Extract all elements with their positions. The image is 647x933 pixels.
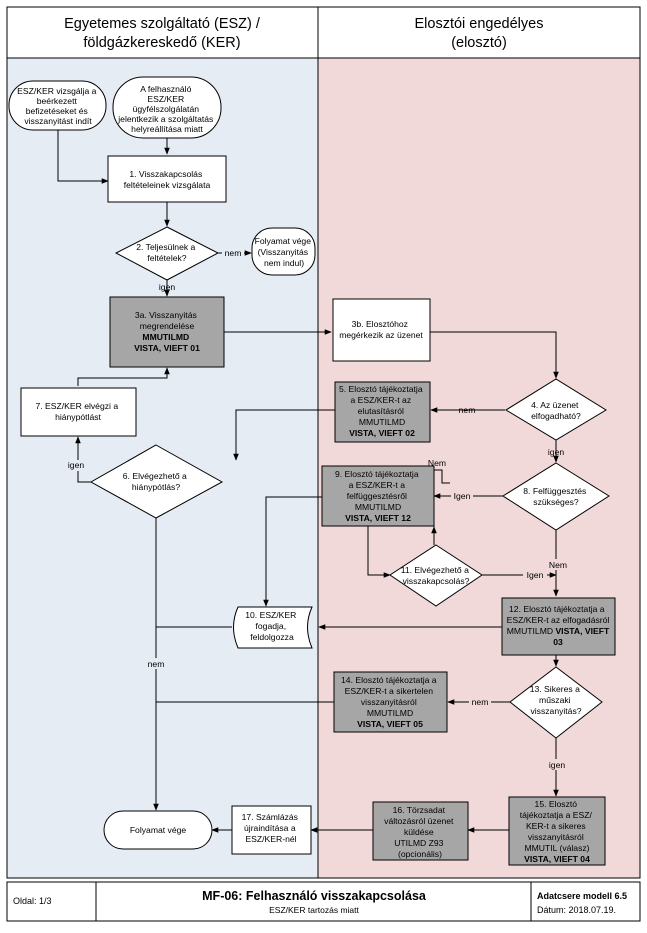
label-n8-igen: Igen: [454, 491, 471, 501]
node-n10-text: 10. ESZ/KER fogadja, feldolgozza: [245, 610, 299, 642]
node-start-b-text: A felhasználó ESZ/KER ügyfélszolgálatán …: [117, 84, 215, 134]
label-n11-nem: Nem: [428, 458, 446, 468]
node-n4-text: 4. Az üzenet elfogadható?: [531, 400, 581, 421]
label-n2-igen: igen: [159, 282, 175, 292]
edge-n5-to-n6: [233, 409, 335, 461]
node-start-a: [8, 80, 107, 131]
lane-left-title-2: földgázkereskedő (KER): [83, 35, 240, 51]
node-n3a-text: 3a. Visszanyitás megrendelése: [135, 310, 199, 331]
edge-n9-to-n11: [367, 526, 391, 578]
edge-n9-to-n10: [263, 496, 322, 607]
node-n15-text: 15. Elosztó tájékoztatja a ESZ/ KER-t a …: [520, 799, 595, 853]
node-n16-text: 16. Törzsadat változásról üzenet küldése…: [384, 805, 456, 859]
node-n5-text: 5. Elosztó tájékoztatja a ESZ/KER-t az e…: [339, 384, 425, 427]
node-n9-text: 9. Elosztó tájékoztatja a ESZ/KER-t a fe…: [335, 469, 421, 512]
edge-n7-to-n3a: [77, 367, 170, 386]
node-n2: [114, 226, 220, 281]
label-n8-nem: Nem: [549, 560, 567, 570]
node-n16: [372, 801, 469, 861]
node-n8-text: 8. Felfüggesztés szükséges?: [523, 486, 588, 507]
label-n6-igen: igen: [68, 460, 84, 470]
node-n14-text: 14. Elosztó tájékoztatja a ESZ/KER-t a s…: [341, 675, 439, 718]
node-n12-code: 03: [553, 637, 563, 647]
node-n5-code: VISTA, VIEFT 02: [349, 428, 415, 438]
node-n6-text: 6. Elvégezhető a hiánypótlás?: [123, 471, 189, 492]
node-n7-text: 7. ESZ/KER elvégzi a hiánypótlást: [35, 401, 120, 422]
node-n12-code-line: MMUTILMD VISTA, VIEFT: [507, 626, 610, 636]
node-end1: [251, 227, 316, 276]
footer-frame: [6, 881, 641, 922]
node-start-a-text: ESZ/KER vizsgálja a beérkezett befizetés…: [17, 86, 99, 126]
node-n17-text: 17. Számlázás újraindítása a ESZ/KER-nél: [242, 812, 301, 844]
lane-right-title-1: Elosztói engedélyes: [415, 16, 544, 32]
edge-n3b-to-n4: [430, 331, 559, 379]
edge-start-a-to-n1: [57, 130, 109, 184]
footer-model: Adatcsere modell 6.5: [537, 891, 627, 901]
footer-page: Oldal: 1/3: [13, 896, 52, 906]
node-n14-code: VISTA, VIEFT 05: [357, 719, 423, 729]
node-n8: [502, 462, 610, 531]
node-n17: [231, 805, 312, 855]
edge-n6-to-n7: [75, 436, 91, 483]
node-start-b: [112, 76, 222, 139]
node-n3b: [332, 298, 431, 362]
label-n4-igen: igen: [548, 447, 564, 457]
node-n3a: [109, 296, 225, 368]
node-n7: [20, 387, 137, 437]
node-n9: [321, 465, 435, 527]
node-end2: [103, 810, 213, 850]
node-n12-text: 12. Elosztó tájékoztatja a ESZ/KER-t az …: [507, 604, 610, 625]
node-n11-text: 11. Elvégezhető a visszakapcsolás?: [401, 565, 472, 586]
node-n11: [389, 544, 483, 607]
diagram-frame: [6, 6, 641, 879]
node-n3a-code: MMUTILMD VISTA, VIEFT 01: [134, 332, 200, 353]
node-n13: [509, 666, 603, 739]
lane-left-header: [6, 6, 319, 59]
node-n15: [508, 796, 606, 866]
node-n15-code: VISTA, VIEFT 04: [524, 854, 590, 864]
node-n14: [333, 671, 448, 733]
node-n12: [501, 597, 616, 656]
label-n2-nem: nem: [225, 248, 242, 258]
lane-right-title-2: (elosztó): [451, 35, 507, 51]
label-n4-nem: nem: [459, 405, 476, 415]
node-n2-text: 2. Teljesülnek a feltételek?: [136, 242, 197, 263]
node-n5: [334, 381, 431, 443]
node-n9-code: VISTA, VIEFT 12: [345, 513, 411, 523]
node-n3b-text: 3b. Elosztóhoz megérkezik az üzenet: [339, 319, 423, 340]
label-n6-nem: nem: [148, 659, 165, 669]
label-n13-igen: igen: [549, 760, 565, 770]
node-n13-text: 13. Sikeres a műszaki visszanyitás?: [530, 684, 583, 716]
node-n1: [107, 155, 227, 203]
node-n10: [233, 606, 313, 649]
node-n6: [89, 444, 224, 519]
node-n1-text: 1. Visszakapcsolás feltételeinek vizsgál…: [124, 169, 211, 190]
footer-date: Dátum: 2018.07.19.: [537, 905, 616, 915]
footer-subtitle: ESZ/KER tartozás miatt: [269, 905, 359, 915]
label-n11-igen: Igen: [527, 570, 544, 580]
footer-title: MF-06: Felhasználó visszakapcsolása: [202, 889, 427, 903]
label-n13-nem: nem: [472, 697, 489, 707]
lane-left-title-1: Egyetemes szolgáltató (ESZ) /: [64, 16, 261, 32]
node-end2-text: Folyamat vége: [130, 825, 187, 835]
node-n4: [505, 378, 607, 441]
node-end1-text: Folyamat vége (Visszanyitás nem indul): [255, 236, 314, 268]
